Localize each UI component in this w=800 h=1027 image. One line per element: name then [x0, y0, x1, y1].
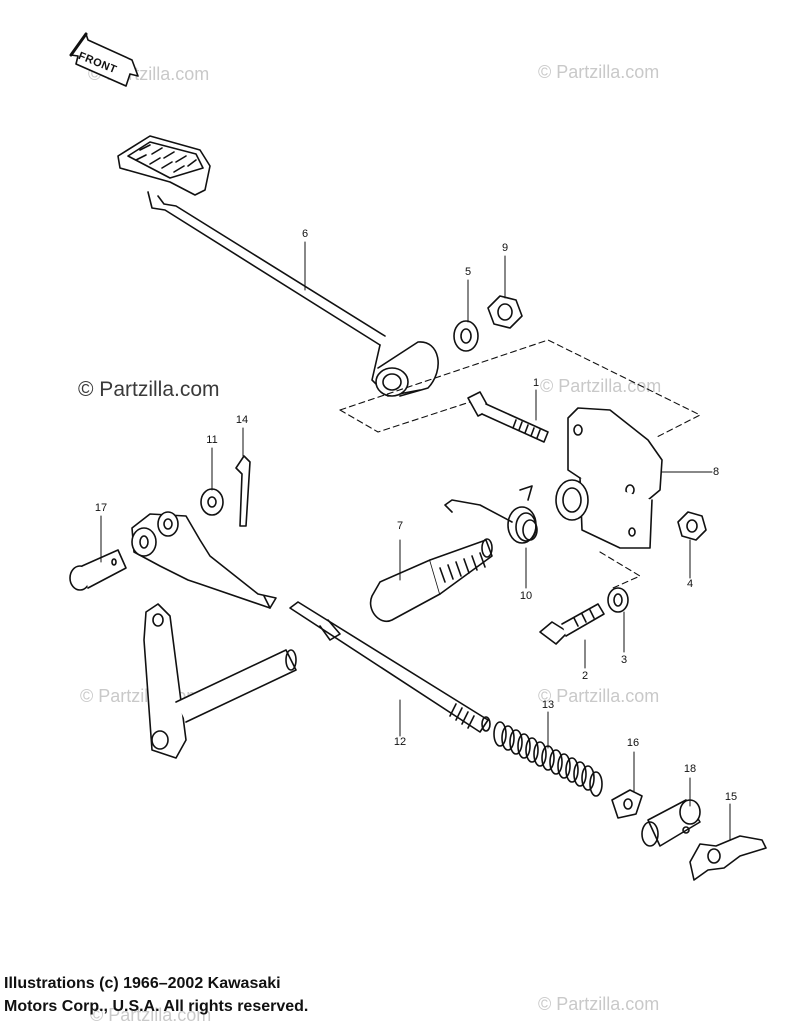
bolt-2	[539, 603, 605, 645]
watermark: © Partzilla.com	[90, 1005, 212, 1025]
callout-10: 10	[519, 590, 533, 602]
brake-pedal	[117, 135, 439, 397]
copyright-notice: Illustrations (c) 1966–2002 Kawasaki Mot…	[4, 972, 308, 1018]
pin-18	[641, 799, 701, 847]
copyright-line-2: Motors Corp., U.S.A. All rights reserved…	[4, 998, 309, 1015]
watermark: © Partzilla.com	[538, 994, 660, 1014]
callout-3: 3	[620, 654, 628, 666]
callout-11: 11	[206, 434, 218, 446]
watermark: © Partzilla.com	[538, 62, 660, 82]
bracket-8	[555, 407, 663, 549]
cotter-pin-14	[235, 455, 251, 527]
callout-6: 6	[301, 228, 309, 240]
pin-17	[69, 549, 127, 591]
nut-4	[677, 511, 707, 541]
washer-5	[453, 320, 479, 352]
leader-lines	[100, 241, 731, 841]
front-arrow-icon	[69, 32, 139, 87]
callout-14: 14	[235, 414, 249, 426]
rod-12	[289, 601, 491, 733]
wing-nut-15	[689, 835, 767, 881]
callout-7: 7	[396, 520, 404, 532]
nut-9	[487, 295, 523, 329]
clevis	[131, 511, 277, 609]
watermark: © Partzilla.com	[538, 686, 660, 706]
spring-13	[493, 721, 603, 797]
shaft-7	[369, 538, 493, 623]
callout-13: 13	[541, 699, 555, 711]
spring-10	[444, 485, 538, 544]
callout-12: 12	[393, 736, 407, 748]
callout-9: 9	[501, 242, 509, 254]
washer-3	[607, 587, 629, 613]
watermark: © Partzilla.com	[78, 378, 220, 401]
callout-15: 15	[724, 791, 738, 803]
washer-16	[611, 789, 643, 819]
callout-16: 16	[626, 737, 640, 749]
callout-2: 2	[581, 670, 589, 682]
callout-1: 1	[532, 377, 540, 389]
lever-arm	[143, 603, 297, 759]
callout-5: 5	[464, 266, 472, 278]
copyright-line-1: Illustrations (c) 1966–2002 Kawasaki	[4, 975, 281, 992]
callout-8: 8	[712, 466, 720, 478]
callout-4: 4	[686, 578, 694, 590]
washer-11	[200, 488, 224, 516]
callout-17: 17	[94, 502, 108, 514]
callout-18: 18	[683, 763, 697, 775]
bolt-1	[467, 391, 549, 443]
